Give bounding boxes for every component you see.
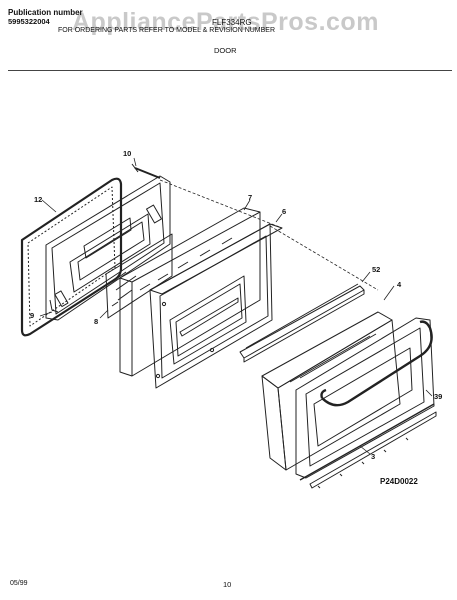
publication-label: Publication number [8, 8, 83, 17]
callout-6: 6 [282, 207, 287, 216]
part-screw [131, 163, 161, 179]
part-door-panel [119, 207, 261, 377]
callout-52: 52 [372, 265, 381, 274]
footer-date: 05/99 [10, 580, 28, 587]
callout-10: 10 [123, 149, 132, 158]
callout-7: 7 [248, 193, 253, 202]
watermark-text: AppliancePartsPros.com [72, 8, 379, 36]
footer-page-number: 10 [223, 580, 232, 589]
section-title: DOOR [214, 46, 237, 55]
part-inner-liner [45, 175, 171, 321]
part-glass [105, 233, 173, 319]
publication-number: 5995322004 [8, 17, 50, 26]
callout-8: 8 [94, 317, 99, 326]
ordering-note: FOR ORDERING PARTS REFER TO MODEL & REVI… [58, 27, 276, 34]
callout-39: 39 [434, 392, 443, 401]
part-door-handle [320, 320, 433, 407]
part-trim-strip [239, 283, 365, 363]
part-door-frame [149, 223, 283, 389]
figure-code: P24D0022 [380, 477, 418, 486]
part-gasket [20, 177, 123, 337]
header-divider [8, 70, 452, 71]
callout-9: 9 [30, 311, 35, 320]
leader-lines [39, 157, 433, 455]
part-outer-glass [261, 311, 401, 471]
callout-4: 4 [397, 280, 402, 289]
callout-3: 3 [371, 452, 376, 461]
model-number: FLF334RG [212, 18, 252, 27]
part-front-panel [295, 317, 437, 489]
callout-12: 12 [34, 195, 43, 204]
